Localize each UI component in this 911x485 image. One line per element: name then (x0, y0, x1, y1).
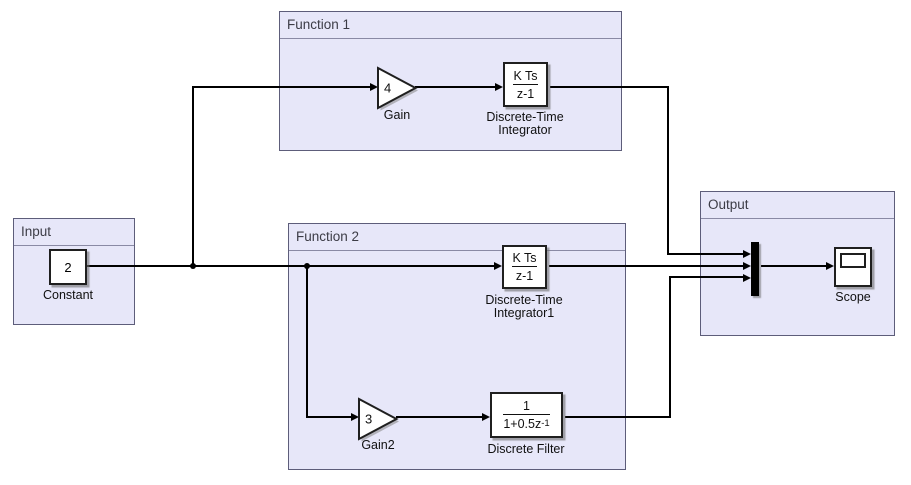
discrete-filter-label: Discrete Filter (487, 442, 565, 456)
fraction-bar (512, 266, 537, 267)
wire[interactable] (87, 265, 495, 267)
wire-arrowhead (495, 82, 503, 91)
gain2-block[interactable]: 3 (357, 395, 401, 448)
scope-block[interactable] (834, 247, 872, 287)
wire[interactable] (667, 86, 669, 255)
wire-arrowhead (370, 82, 378, 91)
area-function2-title: Function 2 (289, 224, 625, 251)
wire[interactable] (549, 265, 744, 267)
mux-block[interactable] (751, 242, 759, 296)
integrator-denominator: z-1 (516, 86, 535, 101)
constant-value: 2 (64, 259, 72, 275)
constant-label: Constant (42, 288, 94, 302)
wire-arrowhead (351, 412, 359, 421)
area-function1[interactable]: Function 1 (279, 11, 622, 151)
area-output-title: Output (701, 192, 894, 219)
integrator1-formula: K Ts z-1 (512, 251, 537, 283)
discrete-filter-block[interactable]: 1 1+0.5z-1 (490, 392, 563, 438)
filter-denominator: 1+0.5z-1 (503, 417, 550, 431)
area-input-title: Input (14, 219, 134, 246)
branch-dot (190, 263, 196, 269)
wire[interactable] (307, 416, 352, 418)
filter-formula: 1 1+0.5z-1 (503, 399, 550, 431)
wire[interactable] (565, 416, 671, 418)
wire-arrowhead (743, 249, 751, 258)
wire[interactable] (761, 265, 826, 267)
wire-arrowhead (743, 261, 751, 270)
gain2-label: Gain2 (361, 438, 395, 452)
gain-label: Gain (383, 108, 411, 122)
wire[interactable] (192, 86, 194, 267)
gain2-value: 3 (365, 412, 372, 427)
integrator-numerator: K Ts (513, 68, 538, 83)
integrator-formula: K Ts z-1 (513, 68, 538, 101)
gain-value: 4 (384, 81, 391, 96)
constant-block[interactable]: 2 (49, 249, 87, 285)
wire-arrowhead (826, 261, 834, 270)
scope-label: Scope (835, 290, 871, 304)
area-function1-title: Function 1 (280, 12, 621, 39)
area-input[interactable]: Input (13, 218, 135, 325)
fraction-bar (503, 414, 550, 415)
integrator1-denominator: z-1 (515, 269, 534, 283)
filter-numerator: 1 (523, 399, 530, 413)
scope-screen-icon (840, 253, 866, 268)
wire-arrowhead (494, 261, 502, 270)
wire-arrowhead (743, 273, 751, 282)
integrator1-numerator: K Ts (512, 251, 537, 265)
wire[interactable] (415, 86, 496, 88)
branch-dot (304, 263, 310, 269)
integrator-label: Discrete-Time Integrator (486, 110, 564, 137)
area-function2[interactable]: Function 2 (288, 223, 626, 470)
integrator1-label: Discrete-Time Integrator1 (485, 293, 563, 320)
wire[interactable] (550, 86, 669, 88)
gain-triangle (377, 66, 418, 110)
gain2-triangle (358, 397, 399, 441)
wire[interactable] (668, 253, 744, 255)
wire[interactable] (396, 416, 482, 418)
fraction-bar (513, 83, 538, 85)
gain-block[interactable]: 4 (376, 64, 420, 117)
wire[interactable] (193, 86, 372, 88)
wire[interactable] (306, 265, 308, 418)
discrete-time-integrator1-block[interactable]: K Ts z-1 (502, 245, 547, 289)
wire[interactable] (669, 276, 671, 418)
wire[interactable] (670, 276, 744, 278)
wire-arrowhead (482, 412, 490, 421)
discrete-time-integrator-block[interactable]: K Ts z-1 (503, 62, 548, 107)
